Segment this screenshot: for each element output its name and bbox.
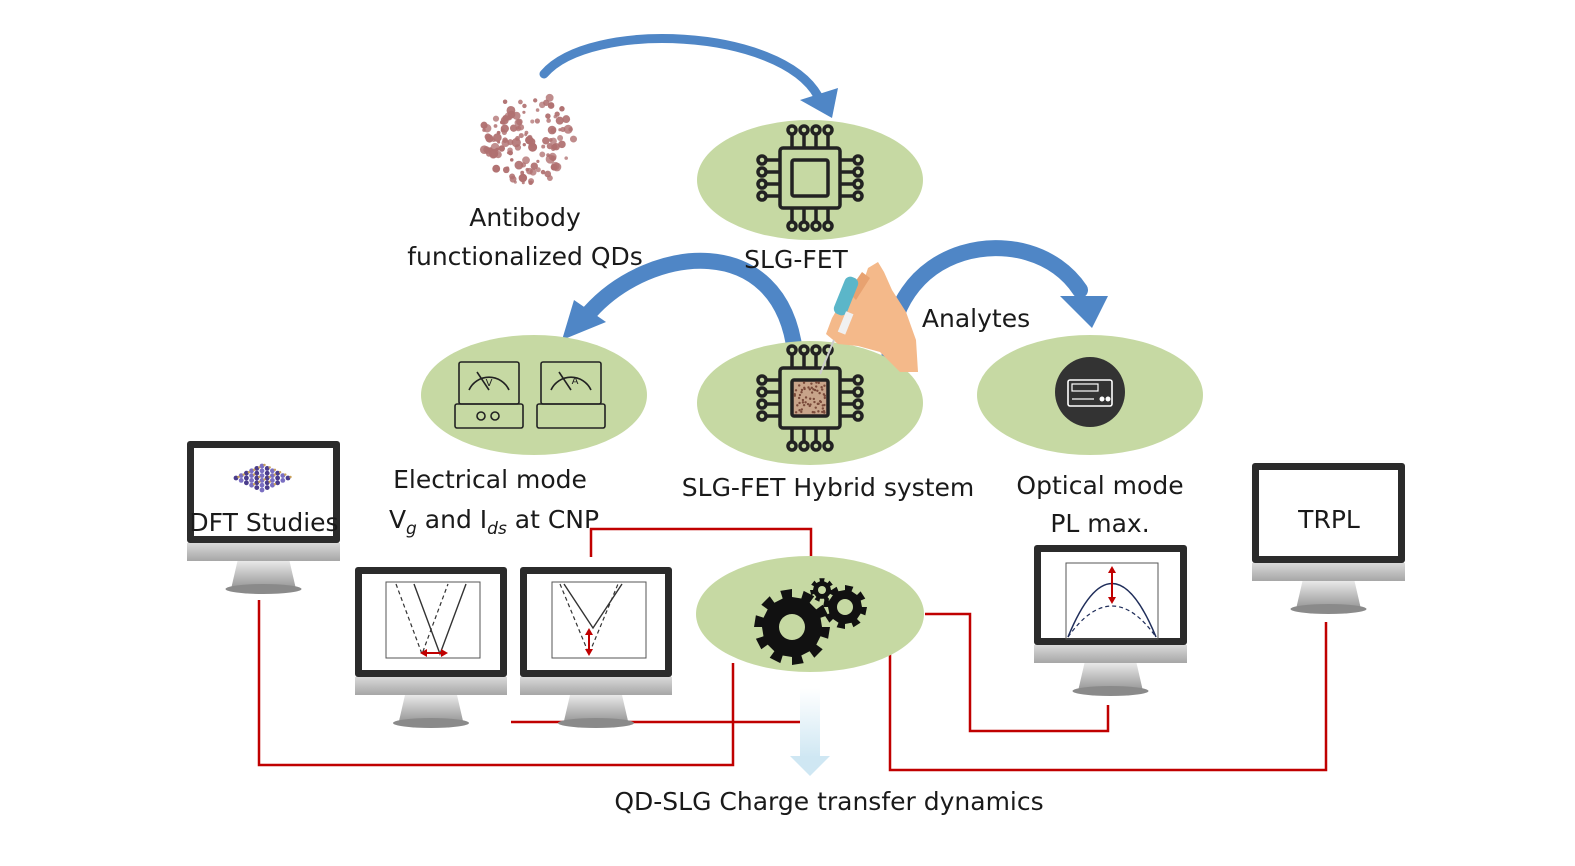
ammeter-letter: A bbox=[572, 376, 579, 387]
pipette-hand-icon bbox=[819, 262, 918, 375]
dft-studies-label: DFT Studies bbox=[189, 508, 338, 537]
slg-fet-label: SLG-FET bbox=[744, 245, 848, 274]
quantum-dots-cluster-icon bbox=[479, 93, 577, 185]
spectrometer-icon bbox=[1055, 357, 1125, 427]
slg-fet-ellipse bbox=[697, 120, 923, 240]
connector-trpl-to-gear bbox=[888, 622, 1328, 772]
trpl-monitor bbox=[1252, 463, 1405, 614]
electrical-mode-ellipse bbox=[421, 335, 647, 455]
trpl-label: TRPL bbox=[1297, 505, 1360, 534]
cnp-shift-monitor bbox=[355, 567, 507, 728]
optical-mode-label: Optical mode bbox=[1016, 471, 1183, 500]
ammeter-icon: A bbox=[536, 361, 606, 429]
current-shift-monitor bbox=[520, 567, 672, 728]
hybrid-chip-icon bbox=[756, 344, 864, 452]
crystal-lattice-icon bbox=[233, 463, 292, 493]
hybrid-system-label: SLG-FET Hybrid system bbox=[682, 473, 974, 502]
gears-icon bbox=[754, 578, 867, 665]
cnp-shift-plot bbox=[385, 581, 481, 659]
analytes-label: Analytes bbox=[922, 304, 1030, 333]
pl-monitor bbox=[1034, 545, 1187, 696]
connector-gear-to-pl bbox=[925, 612, 1110, 733]
charge-transfer-label: QD-SLG Charge transfer dynamics bbox=[614, 787, 1043, 816]
connector-dft-to-gear bbox=[257, 600, 735, 767]
antibody-label-line2: functionalized QDs bbox=[407, 242, 643, 271]
connector-electrical-to-gear bbox=[589, 527, 813, 557]
voltmeter-icon: V bbox=[454, 361, 524, 429]
dft-monitor bbox=[187, 441, 340, 594]
electrical-params-label: Vg and Ids at CNP bbox=[389, 505, 599, 539]
pl-max-label: PL max. bbox=[1050, 509, 1149, 538]
arc-arrow-hybrid-to-electrical bbox=[562, 252, 803, 360]
pl-peak-plot bbox=[1065, 562, 1159, 640]
down-arrow bbox=[790, 688, 830, 776]
antibody-label-line1: Antibody bbox=[469, 203, 581, 232]
chip-icon bbox=[756, 124, 864, 232]
arc-arrow-qd-to-slgfet bbox=[539, 34, 838, 118]
electrical-mode-label: Electrical mode bbox=[393, 465, 587, 494]
voltmeter-letter: V bbox=[486, 378, 493, 389]
current-shift-plot bbox=[551, 581, 647, 659]
